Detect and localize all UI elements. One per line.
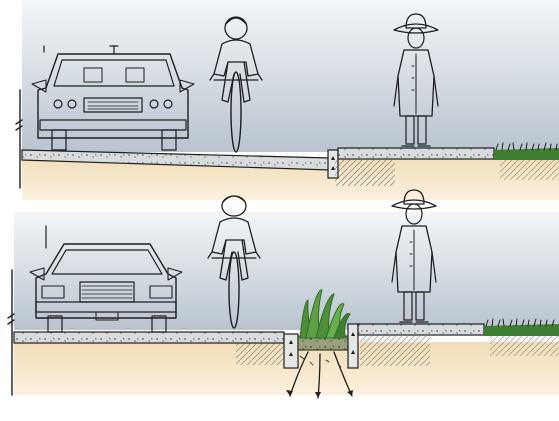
top-sidewalk	[338, 148, 494, 159]
bottom-soil-hatch-right	[490, 336, 559, 356]
top-soil-hatch	[335, 160, 395, 186]
bottom-soil-hatch-mid	[360, 336, 430, 366]
top-sky	[22, 0, 559, 152]
top-soil-hatch-right	[500, 160, 559, 180]
bottom-section-edge	[8, 270, 14, 395]
bottom-soil-hatch-left	[236, 343, 284, 365]
top-section-edge	[16, 90, 22, 188]
bottom-road-surface	[14, 332, 284, 343]
top-panel-standard-street	[16, 0, 559, 200]
bottom-panel-green-street	[8, 190, 559, 398]
bottom-sidewalk	[358, 324, 484, 335]
